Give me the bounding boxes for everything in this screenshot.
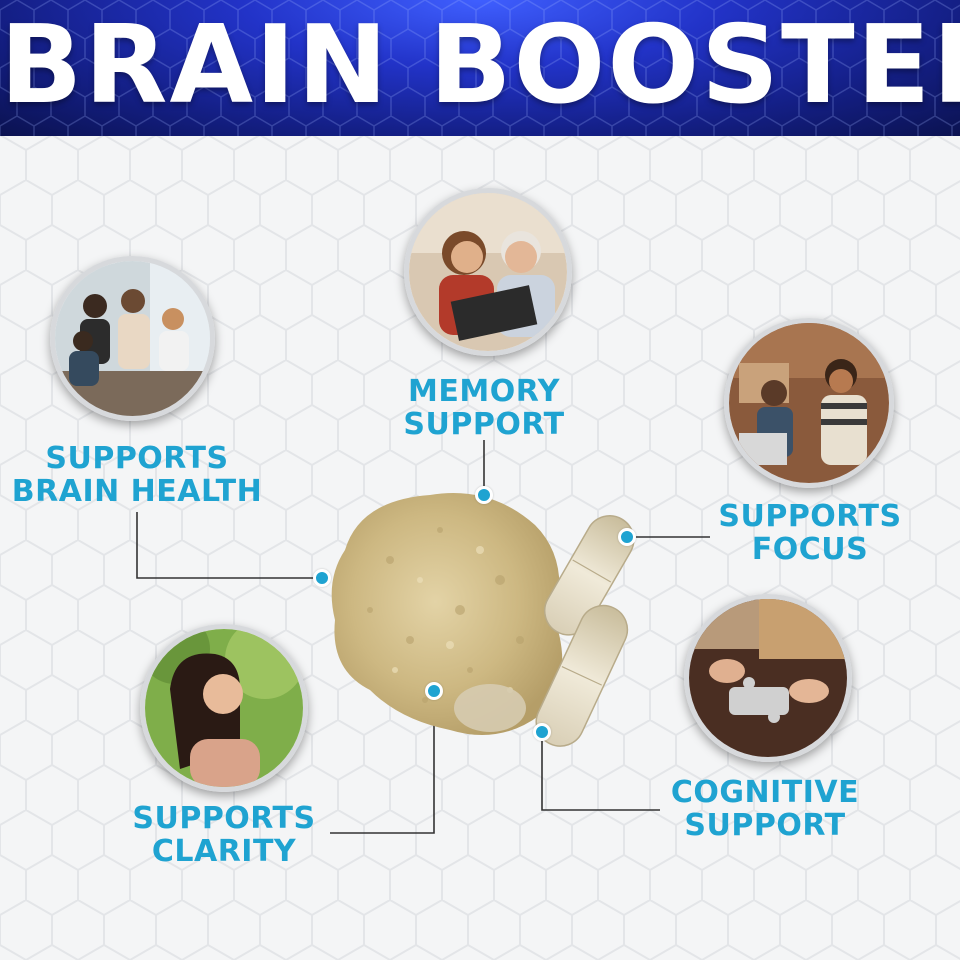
students-studying-with-laptop-photo bbox=[724, 318, 894, 488]
hands-doing-jigsaw-puzzle-photo bbox=[684, 594, 852, 762]
connector-clarity bbox=[330, 690, 435, 834]
connector-cognitive bbox=[541, 732, 660, 811]
marker-dot-focus bbox=[618, 528, 636, 546]
page-title: BRAIN BOOSTER bbox=[0, 3, 960, 128]
woman-breathing-outdoors-photo bbox=[140, 624, 308, 792]
marker-dot-cognitive bbox=[533, 723, 551, 741]
woman-and-elderly-man-reading-photo bbox=[404, 188, 572, 356]
marker-dot-clarity bbox=[425, 682, 443, 700]
banner-hex-pattern bbox=[0, 0, 960, 136]
benefit-label-memory: MEMORY SUPPORT bbox=[403, 374, 565, 442]
powder-and-capsules-image bbox=[331, 493, 635, 747]
marker-dot-brain-health bbox=[313, 569, 331, 587]
benefit-label-clarity: SUPPORTS CLARITY bbox=[132, 801, 316, 869]
connector-brain-health bbox=[136, 512, 322, 579]
benefit-label-focus: SUPPORTS FOCUS bbox=[718, 499, 902, 567]
benefit-label-brain-health: SUPPORTS BRAIN HEALTH bbox=[11, 441, 263, 509]
title-banner: BRAIN BOOSTER bbox=[0, 0, 960, 136]
benefit-label-cognitive: COGNITIVE SUPPORT bbox=[670, 775, 860, 843]
marker-dot-memory bbox=[475, 486, 493, 504]
group-of-friends-talking-photo bbox=[50, 256, 215, 421]
